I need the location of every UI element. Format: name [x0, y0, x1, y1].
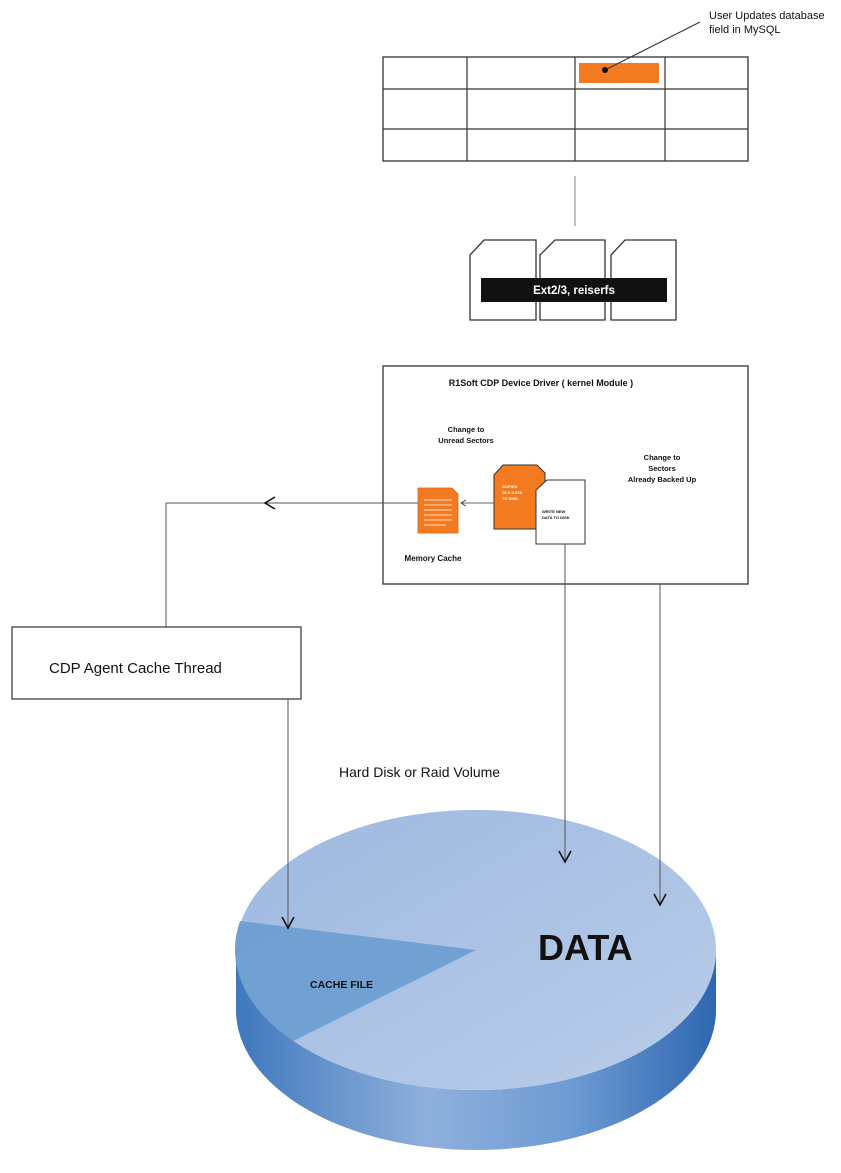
update-callout: User Updates database field in MySQL: [602, 10, 825, 73]
write-doc-line-2: DATA TO DISK: [542, 515, 570, 520]
agent-frame: [11, 626, 302, 700]
document-icon: COPIED OLD DATA TO DISK: [493, 464, 546, 530]
document-icon: [417, 487, 459, 534]
fs-label: Ext2/3, reiserfs: [533, 285, 615, 297]
chevron-arrow-icon: [653, 893, 667, 907]
agent-box: CDP Agent Cache Thread: [11, 626, 302, 700]
disk-side: [236, 950, 716, 1150]
cache-file-label: CACHE FILE: [310, 979, 373, 991]
copied-doc-line-3: TO DISK: [502, 496, 518, 501]
updated-field-highlight: [579, 63, 659, 83]
disk-cylinder: Hard Disk or Raid Volume DATA CACHE FILE: [234, 764, 716, 1150]
agent-label: CDP Agent Cache Thread: [49, 660, 222, 677]
write-flows: [281, 544, 667, 930]
copied-doc-line-1: COPIED: [502, 484, 517, 489]
fs-label-bar: [481, 278, 667, 302]
cache-file-slice: [234, 921, 476, 1041]
data-label: DATA: [538, 927, 633, 968]
driver-title: R1Soft CDP Device Driver ( kernel Module…: [449, 378, 633, 388]
chevron-arrow-icon: [460, 499, 467, 507]
disk-title: Hard Disk or Raid Volume: [339, 764, 500, 780]
backed-label-1: Change to: [644, 453, 681, 462]
chevron-arrow-icon: [281, 916, 295, 930]
cache-to-agent-flow: [165, 496, 418, 627]
memory-cache-label: Memory Cache: [405, 554, 462, 563]
copied-doc-line-2: OLD DATA: [502, 490, 522, 495]
backed-label-2: Sectors: [648, 464, 676, 473]
unread-label-2: Unread Sectors: [438, 436, 493, 445]
chevron-arrow-icon: [263, 496, 276, 510]
backed-label-3: Already Backed Up: [628, 475, 697, 484]
document-icon: WRITE NEW DATA TO DISK: [535, 479, 586, 545]
callout-line-1: User Updates database: [709, 10, 825, 22]
filesystem-cards: Ext2/3, reiserfs: [469, 239, 677, 321]
table-frame: [382, 56, 749, 162]
chevron-arrow-icon: [558, 850, 572, 864]
unread-label-1: Change to: [448, 425, 485, 434]
database-table: [382, 56, 749, 162]
callout-line-2: field in MySQL: [709, 24, 781, 36]
write-doc-line-1: WRITE NEW: [542, 509, 566, 514]
